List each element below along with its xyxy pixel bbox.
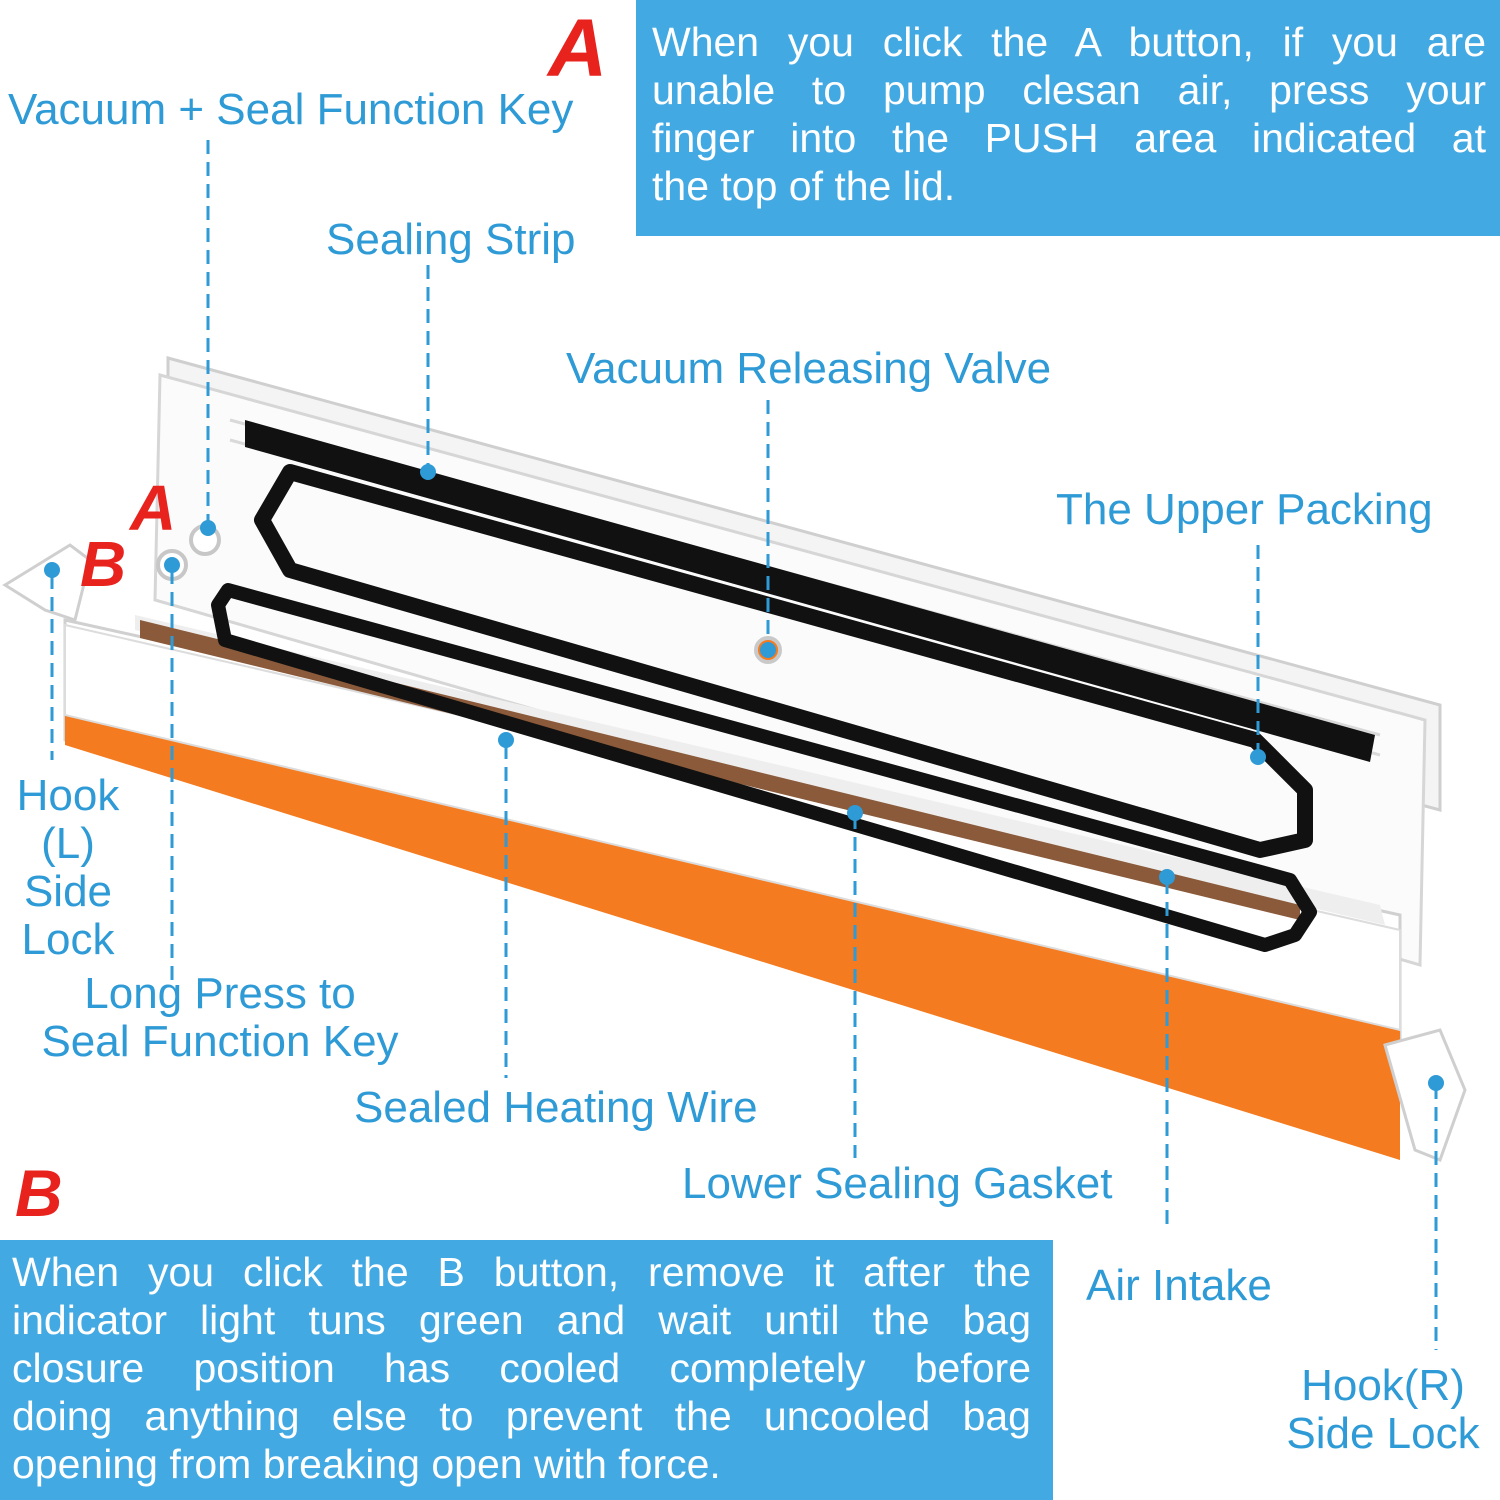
hook-right [1383,1028,1467,1162]
note-b-line: opening from breaking open with force. [12,1441,721,1487]
hook-left [2,543,92,622]
label-sealing-strip: Sealing Strip [326,215,576,264]
note-b-line: indicator light tuns green and wait unti… [12,1297,1031,1343]
label-upper-packing: The Upper Packing [1056,485,1433,534]
upper-packing-gasket [254,464,1313,858]
label-vacuum-seal-key: Vacuum + Seal Function Key [8,85,574,134]
label-hook-right: Hook(R) Side Lock [1272,1362,1494,1458]
note-a-line: When you click the A button, if you are [652,19,1486,65]
note-b-line: closure position has cooled completely b… [12,1345,1031,1391]
note-b: When you click the B button, remove it a… [0,1240,1053,1500]
badge-a-device: A [130,472,177,544]
label-lower-sealing-gasket: Lower Sealing Gasket [682,1159,1113,1208]
label-hook-left-line: Side [23,867,113,916]
label-hook-right-line: Side Lock [1286,1409,1480,1458]
badge-a-top: A [548,3,608,94]
sealing-strip [245,420,1375,762]
orange-base [65,710,1400,1160]
label-hook-left-line: Hook [16,771,120,820]
lower-sealing-gasket [211,583,1317,952]
note-a-line: unable to pump clesan air, press your [652,67,1486,113]
label-hook-left: Hook (L) Side Lock [8,772,128,964]
label-vacuum-releasing-valve: Vacuum Releasing Valve [566,344,1052,393]
note-b-line: When you click the B button, remove it a… [12,1249,1031,1295]
base-top-channel [135,615,1385,925]
label-sealed-heating-wire: Sealed Heating Wire [354,1083,758,1132]
label-air-intake: Air Intake [1086,1261,1272,1310]
note-a-line: the top of the lid. [652,163,956,209]
leader-dots [44,464,1444,1091]
label-hook-left-line: (L) [41,819,95,868]
note-a-line: finger into the PUSH area indicated at [652,115,1486,161]
note-b-line: doing anything else to prevent the uncoo… [12,1393,1031,1439]
label-hook-left-line: Lock [21,915,115,964]
badge-b-device: B [80,528,127,600]
label-hook-right-line: Hook(R) [1301,1361,1465,1410]
label-long-press-line: Seal Function Key [41,1017,399,1066]
label-long-press-line: Long Press to [84,969,356,1018]
label-long-press-key: Long Press to Seal Function Key [20,970,420,1066]
leader-lines [50,140,1438,1350]
note-a: When you click the A button, if you are … [636,0,1500,236]
badge-b-bottom: B [15,1156,63,1230]
